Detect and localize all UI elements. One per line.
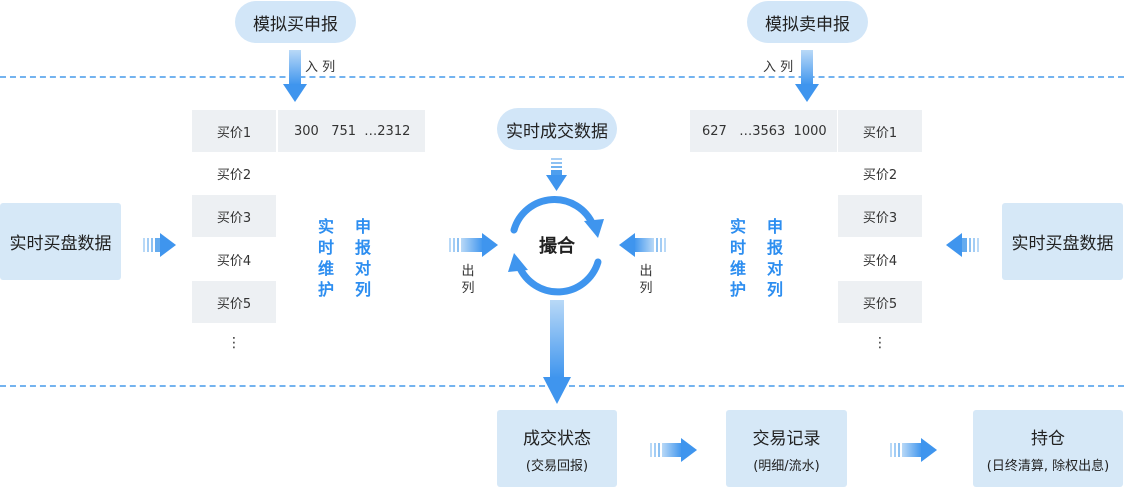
realtime-trade-data-pill: 实时成交数据 [497, 108, 617, 150]
left-queue-row: 买价5 [192, 281, 276, 323]
enqueue-arrow-right [795, 50, 819, 102]
position-title: 持仓 [1031, 428, 1065, 449]
right-queue-row: 买价2 [862, 167, 898, 183]
right-maintain-col1: 实时维护 [729, 217, 746, 299]
dequeue-label-right: 出列 [639, 264, 653, 296]
simulated-sell-order-pill: 模拟卖申报 [747, 1, 868, 43]
match-label: 撮合 [539, 236, 575, 257]
left-queue-row: 买价1 [192, 110, 276, 152]
left-source-arrow [143, 233, 176, 257]
right-source-arrow [946, 233, 979, 257]
right-realtime-bid-data-box: 实时买盘数据 [1002, 203, 1123, 280]
separator-top [0, 76, 1124, 78]
trade-data-arrow [546, 158, 567, 191]
trade-status-sub: (交易回报) [525, 458, 589, 474]
left-source-label: 实时买盘数据 [9, 234, 112, 254]
left-queue-row: 买价4 [216, 253, 252, 269]
dequeue-arrow-left [449, 233, 498, 257]
right-source-label: 实时买盘数据 [1011, 234, 1114, 254]
enqueue-label-right: 入 列 [763, 60, 794, 75]
left-queue-row: 买价2 [216, 167, 252, 183]
position-box: 持仓 (日终清算, 除权出息) [973, 410, 1123, 487]
flow-arrow-1 [650, 438, 697, 462]
right-queue-row: 买价5 [838, 281, 922, 323]
left-realtime-bid-data-box: 实时买盘数据 [0, 203, 121, 280]
right-maintain-col2: 申报对列 [766, 217, 783, 299]
trade-record-box: 交易记录 (明细/流水) [726, 410, 847, 487]
simulated-buy-order-pill: 模拟买申报 [235, 1, 356, 43]
left-maintain-col1: 实时维护 [317, 217, 334, 299]
enqueue-label-left: 入 列 [305, 60, 336, 75]
trade-record-title: 交易记录 [752, 428, 821, 449]
position-sub: (日终清算, 除权出息) [986, 458, 1110, 474]
right-queue-row: 买价1 [838, 110, 922, 152]
trade-record-sub: (明细/流水) [753, 458, 820, 474]
right-queue-more: ⋮ [873, 335, 887, 351]
trade-status-title: 成交状态 [523, 428, 591, 449]
left-queue-row: 买价3 [192, 195, 276, 237]
dequeue-label-left: 出列 [461, 264, 475, 296]
dequeue-arrow-right [619, 233, 666, 257]
right-queue-row: 买价4 [862, 253, 898, 269]
enqueue-arrow-left [283, 50, 307, 102]
right-queue-first-values: 627 …3563 1000 [690, 110, 837, 152]
right-queue-row: 买价3 [838, 195, 922, 237]
match-cycle-icon [508, 196, 604, 296]
flow-arrow-2 [890, 438, 937, 462]
left-queue-more: ⋮ [227, 335, 241, 351]
left-queue-first-values: 300 751 …2312 [278, 110, 425, 152]
match-down-arrow [543, 300, 571, 404]
left-maintain-col2: 申报对列 [354, 217, 371, 299]
trade-status-box: 成交状态 (交易回报) [497, 410, 617, 487]
